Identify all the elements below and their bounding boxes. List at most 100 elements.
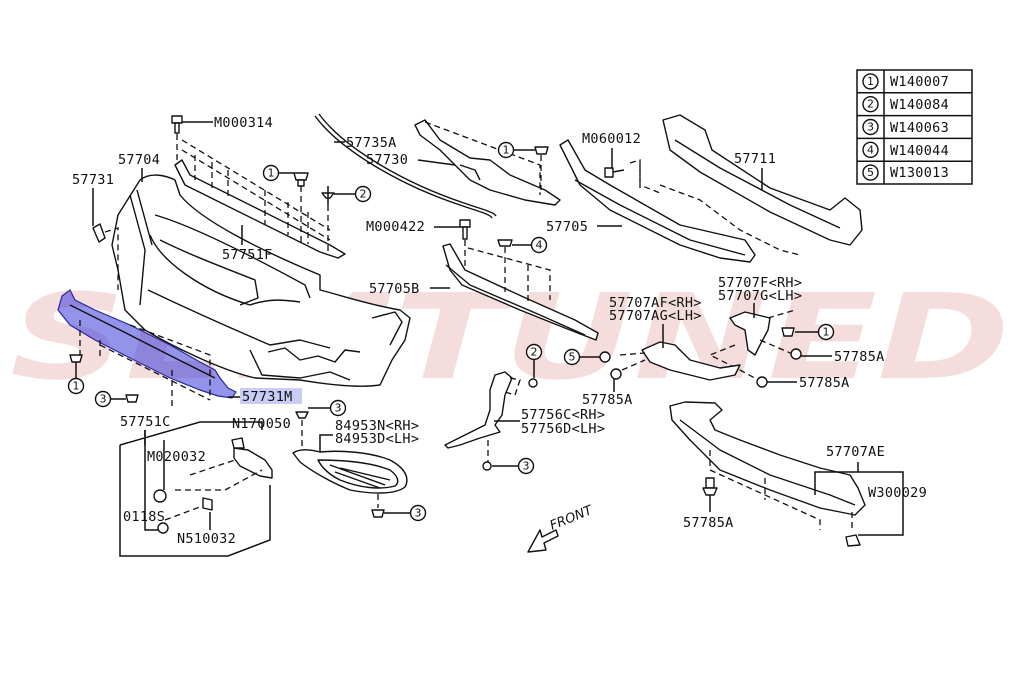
- bracket-57731[interactable]: [92, 223, 119, 290]
- legend-row-2: 2 W140084: [862, 95, 949, 113]
- callout-number: 3: [100, 393, 107, 406]
- legend-code: W140044: [890, 143, 949, 159]
- part-label: 57730: [366, 152, 408, 168]
- part-label: M020032: [147, 449, 206, 465]
- callout-number: 3: [415, 507, 422, 520]
- label-m060012: M060012: [582, 131, 641, 168]
- fastener-legend-table: 1 W140007 2 W140084 3 W140063 4 W140044 …: [856, 69, 973, 185]
- label-57731: 57731: [72, 172, 114, 226]
- callout-number: 1: [503, 144, 510, 157]
- clip-callout-1-lip[interactable]: 1: [67, 354, 85, 395]
- bolt-57785a-1[interactable]: 57785A: [790, 348, 885, 365]
- part-label: 84953D<LH>: [335, 431, 419, 447]
- undercover-57707ae[interactable]: [669, 401, 866, 532]
- label-57730: 57730: [366, 152, 456, 168]
- part-label: 57711: [734, 151, 776, 167]
- clip-callout-2-top[interactable]: 2: [321, 185, 372, 255]
- part-label: W300029: [868, 485, 927, 501]
- bracket-57707f-57707g[interactable]: [708, 309, 796, 383]
- bracket-57707af-57707ag[interactable]: [619, 341, 741, 381]
- bolt-m000314[interactable]: [171, 115, 183, 168]
- label-57756c-57756d: 57756C<RH> 57756D<LH>: [494, 407, 605, 437]
- part-label: 84953N<RH>: [335, 418, 419, 434]
- bolt-m060012[interactable]: [604, 159, 661, 194]
- part-label: M000314: [214, 115, 273, 131]
- nut-n510032[interactable]: N510032: [177, 531, 236, 547]
- front-lip-57731m-highlighted[interactable]: [57, 289, 237, 410]
- part-label: 57735A: [346, 135, 397, 151]
- part-label: 57707G<LH>: [718, 288, 802, 304]
- clip-w300029[interactable]: [845, 534, 861, 547]
- part-label: 57756D<LH>: [521, 421, 605, 437]
- label-57751f: 57751F: [222, 225, 272, 263]
- clip-callout-1-bracket[interactable]: 1: [781, 323, 835, 341]
- part-label: N170050: [232, 416, 291, 432]
- callout-number: 4: [536, 239, 543, 252]
- clip-callout-3-lip[interactable]: 3: [94, 390, 139, 408]
- seal-57735a[interactable]: [314, 113, 497, 219]
- part-label: 57704: [118, 152, 160, 168]
- part-label: M000422: [366, 219, 425, 235]
- label-n170050: N170050: [232, 416, 291, 432]
- label-57751c: 57751C: [120, 414, 171, 445]
- callout-number: 2: [360, 188, 367, 201]
- reinforcement-57711[interactable]: [639, 114, 863, 256]
- label-84953n-84953d: 84953N<RH> 84953D<LH>: [319, 418, 419, 452]
- label-m000314: M000314: [182, 115, 273, 131]
- clip-callout-3-foglamp[interactable]: 3: [371, 494, 427, 522]
- label-57704: 57704: [118, 152, 160, 182]
- label-57731m-highlighted: 57731M: [228, 388, 302, 405]
- beam-57705b[interactable]: [442, 243, 599, 341]
- part-label: N510032: [177, 531, 236, 547]
- bolt-m020032[interactable]: M020032: [147, 449, 206, 503]
- legend-code: W140007: [890, 74, 949, 90]
- part-label: 57731: [72, 172, 114, 188]
- bumper-cover-57704[interactable]: [111, 174, 411, 387]
- part-label: 57751C: [120, 414, 171, 430]
- label-57711: 57711: [734, 151, 776, 190]
- clip-callout-2-mid[interactable]: 2: [525, 343, 543, 388]
- callout-number: 1: [823, 326, 830, 339]
- part-label: 0118S: [123, 509, 165, 525]
- label-57705: 57705: [546, 219, 622, 235]
- part-label: 57705: [546, 219, 588, 235]
- callout-number: 3: [335, 402, 342, 415]
- clip-callout-4[interactable]: 4: [497, 236, 548, 293]
- callout-number: 3: [523, 460, 530, 473]
- bracket-57756c-57756d[interactable]: [444, 371, 521, 449]
- label-m000422: M000422: [366, 219, 460, 235]
- part-label: 57707AG<LH>: [609, 308, 702, 324]
- bolt-m000422[interactable]: [459, 219, 471, 270]
- label-57707ae: 57707AE: [814, 444, 904, 536]
- legend-num: 5: [867, 166, 874, 179]
- label-w300029: W300029: [868, 485, 927, 501]
- part-label: M060012: [582, 131, 641, 147]
- legend-row-4: 4 W140044: [862, 141, 949, 159]
- trim-57751f[interactable]: [174, 139, 346, 259]
- part-label: 57785A: [683, 515, 734, 531]
- clip-callout-5[interactable]: 5: [563, 348, 611, 366]
- clip-callout-3-57756[interactable]: 3: [482, 440, 535, 475]
- part-label: 57731M: [242, 389, 293, 405]
- bolt-57785a-2[interactable]: 57785A: [756, 375, 850, 391]
- part-label: 57707AE: [826, 444, 885, 460]
- beam-57705[interactable]: [559, 139, 756, 263]
- foglamp-cover-84953n-84953d[interactable]: [292, 449, 408, 494]
- callout-number: 1: [268, 167, 275, 180]
- bolt-57785a-3[interactable]: 57785A: [582, 368, 633, 408]
- legend-code: W140063: [890, 120, 949, 136]
- part-label: 57785A: [834, 349, 885, 365]
- callout-number: 2: [531, 346, 538, 359]
- clip-callout-3-n170050[interactable]: 3: [295, 399, 347, 451]
- bracket-57730[interactable]: [414, 119, 561, 206]
- front-direction-arrow: FRONT: [527, 503, 596, 553]
- bolt-57785a-4[interactable]: 57785A: [683, 477, 734, 531]
- clip-callout-1-top[interactable]: 1: [262, 164, 309, 246]
- assembly-57751c[interactable]: [119, 421, 273, 557]
- clip-callout-1-57730[interactable]: 1: [497, 141, 549, 191]
- part-label: 57785A: [582, 392, 633, 408]
- part-label: 57785A: [799, 375, 850, 391]
- screw-0118s[interactable]: 0118S: [123, 509, 169, 534]
- legend-row-1: 1 W140007: [862, 73, 949, 90]
